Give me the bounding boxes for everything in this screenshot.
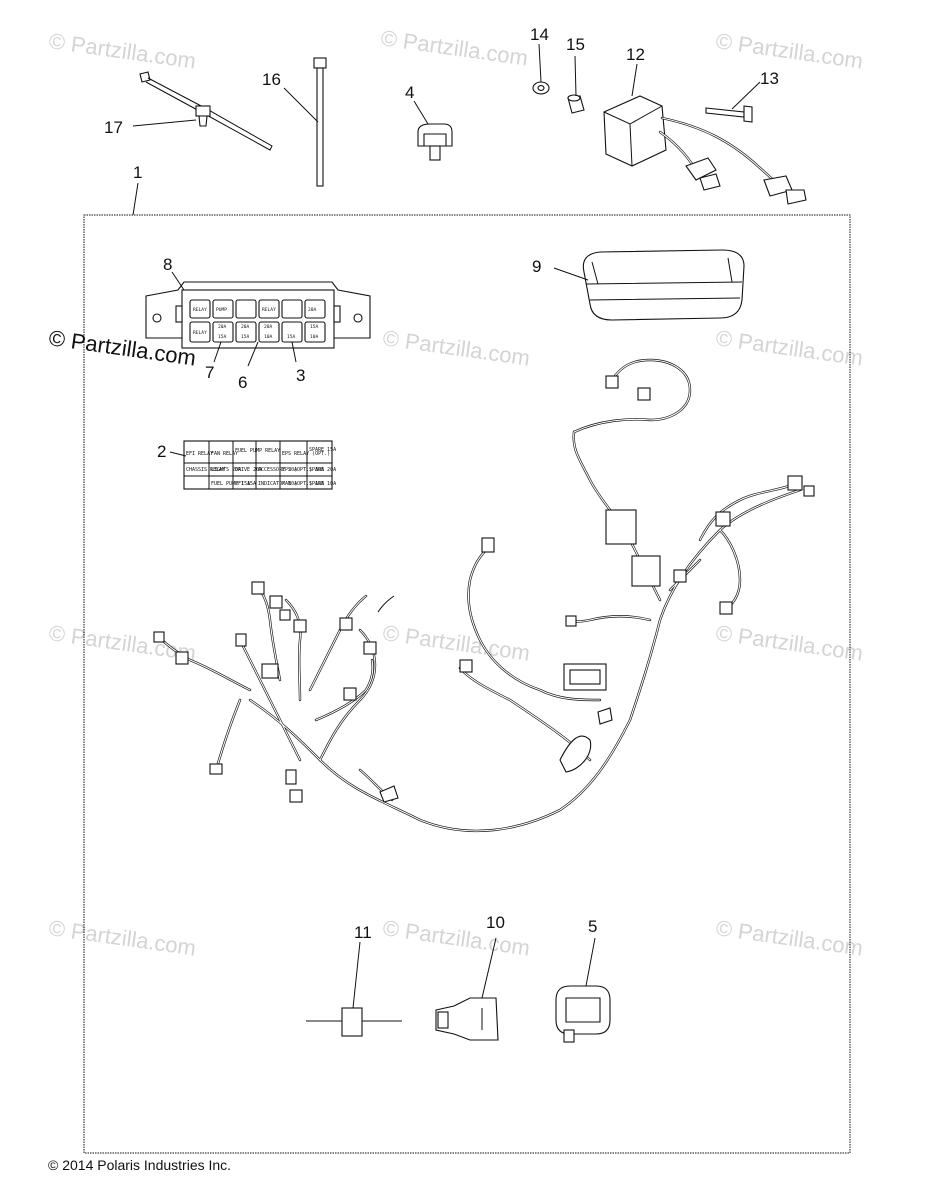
watermark: © Partzilla.com bbox=[381, 620, 531, 665]
callout-8: 8 bbox=[163, 255, 172, 274]
callout-14: 14 bbox=[530, 25, 549, 44]
part-16-cable-tie: 16 bbox=[262, 57, 327, 187]
callout-1: 1 bbox=[133, 163, 142, 182]
main-wire-harness bbox=[153, 358, 815, 833]
leader-7 bbox=[213, 341, 222, 363]
slot-label: 15A bbox=[218, 334, 227, 340]
leader-9 bbox=[553, 267, 589, 281]
part-14-nut: 14 bbox=[530, 25, 550, 95]
slot-label: 15A bbox=[287, 334, 296, 340]
slot-label: 10A bbox=[264, 334, 273, 340]
part-17-cable-tie-clip: 17 bbox=[104, 71, 273, 151]
part-15-spacer: 15 bbox=[566, 35, 585, 114]
decal-text: ACCESSORY 20A bbox=[258, 467, 297, 473]
decal-text: EPS (OPT.) 30A bbox=[282, 467, 324, 473]
part-12-module-harness: 12 bbox=[603, 45, 807, 205]
leader-6 bbox=[247, 341, 259, 367]
callout-3: 3 bbox=[296, 366, 305, 385]
slot-label: 20A bbox=[241, 324, 250, 330]
callout-11: 11 bbox=[354, 923, 372, 942]
slot-label: 15A bbox=[310, 324, 319, 330]
part-10-fuse: 10 bbox=[435, 913, 505, 1041]
copyright-notice: © 2014 Polaris Industries Inc. bbox=[48, 1157, 232, 1173]
fuse-box-bottom-row: RELAY 20A 15A 20A 15A 20A 10A 15A 15A 10… bbox=[189, 321, 326, 343]
callout-16: 16 bbox=[262, 70, 281, 89]
callout-5: 5 bbox=[588, 917, 597, 936]
slot-label: 20A bbox=[308, 307, 317, 313]
slot-label: 15A bbox=[241, 334, 250, 340]
part-9-cover: 9 bbox=[532, 249, 745, 321]
decal-text: EFI RELAY bbox=[186, 451, 213, 457]
callout-6: 6 bbox=[238, 373, 247, 392]
slot-label: 10A bbox=[310, 334, 319, 340]
watermark: © Partzilla.com bbox=[714, 28, 864, 73]
callout-9: 9 bbox=[532, 257, 541, 276]
leader-2 bbox=[169, 451, 187, 457]
part-5-connector: 5 bbox=[555, 917, 611, 1043]
decal-text: EPS RELAY (OPT.) bbox=[282, 451, 330, 457]
callout-17: 17 bbox=[104, 118, 123, 137]
watermark: © Partzilla.com bbox=[47, 28, 197, 73]
watermark: © Partzilla.com bbox=[379, 25, 529, 70]
leader-17 bbox=[132, 119, 197, 127]
leader-8 bbox=[171, 271, 185, 291]
leader-3 bbox=[291, 341, 297, 363]
assembly-frame bbox=[83, 214, 851, 1154]
callout-13: 13 bbox=[760, 69, 779, 88]
watermark: © Partzilla.com bbox=[47, 915, 197, 960]
part-8-fuse-box: RELAY PUMP RELAY 20A RELAY 20A 15A 20A 1… bbox=[145, 255, 371, 392]
slot-label: RELAY bbox=[193, 330, 207, 336]
decal-text: FAN (OPT.) 15A bbox=[282, 481, 324, 487]
leader-14 bbox=[538, 43, 542, 83]
callout-15: 15 bbox=[566, 35, 585, 54]
slot-label: 20A bbox=[264, 324, 273, 330]
callout-4: 4 bbox=[405, 83, 414, 102]
leader-11 bbox=[352, 941, 361, 1009]
leader-10 bbox=[481, 937, 497, 999]
decal-text: SPARE 20A bbox=[309, 467, 336, 473]
watermarks: © Partzilla.com © Partzilla.com © Partzi… bbox=[47, 25, 864, 960]
slot-label: PUMP bbox=[216, 307, 227, 313]
leader-5 bbox=[585, 937, 596, 987]
leader-16 bbox=[283, 87, 319, 123]
decal-text: SPARE 15A bbox=[309, 447, 336, 453]
callout-2: 2 bbox=[157, 442, 166, 461]
decal-text: DRIVE 20A bbox=[235, 467, 262, 473]
leader-15 bbox=[574, 55, 577, 97]
decal-text: FUEL PUMP RELAY bbox=[235, 448, 280, 454]
callout-10: 10 bbox=[486, 913, 505, 932]
decal-text: EFI 15A bbox=[235, 481, 256, 487]
leader-13 bbox=[731, 81, 761, 110]
part-2-decal: EFI RELAY FAN RELAY FUEL PUMP RELAY EPS … bbox=[157, 440, 336, 490]
callout-12: 12 bbox=[626, 45, 645, 64]
fuse-box-top-row: RELAY PUMP RELAY 20A bbox=[189, 299, 326, 319]
leader-4 bbox=[413, 100, 429, 125]
decal-text: FUEL PUMP 15A bbox=[211, 481, 250, 487]
watermark: © Partzilla.com bbox=[714, 620, 864, 665]
part-13-bolt: 13 bbox=[705, 69, 779, 123]
watermark: © Partzilla.com bbox=[714, 915, 864, 960]
watermark: © Partzilla.com bbox=[381, 915, 531, 960]
watermark: © Partzilla.com bbox=[47, 620, 197, 665]
callout-7: 7 bbox=[205, 363, 214, 382]
part-11-inline-fuse: 11 bbox=[306, 923, 402, 1037]
watermark: © Partzilla.com bbox=[381, 325, 531, 370]
slot-label: RELAY bbox=[193, 307, 207, 313]
slot-label: RELAY bbox=[262, 307, 276, 313]
decal-text: FAN RELAY bbox=[211, 451, 238, 457]
leader-1 bbox=[132, 182, 139, 216]
decal-text: CHASSIS RELAY bbox=[186, 467, 225, 473]
watermark: © Partzilla.com bbox=[714, 325, 864, 370]
decal-text: LIGHTS 20A bbox=[211, 467, 241, 473]
slot-label: 20A bbox=[218, 324, 227, 330]
decal-text: INDICATOR 10A bbox=[258, 481, 297, 487]
decal-text: SPARE 10A bbox=[309, 481, 336, 487]
part-4-clip: 4 bbox=[405, 83, 453, 161]
leader-12 bbox=[631, 63, 638, 97]
